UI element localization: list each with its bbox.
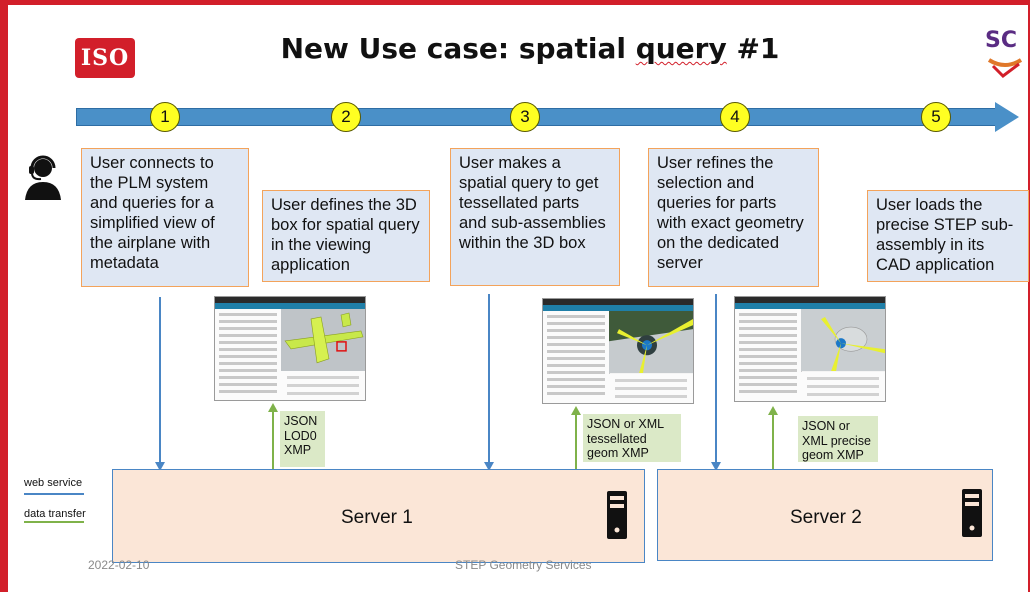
footer-title: STEP Geometry Services [455,558,592,572]
engine-model-image [609,311,693,374]
left-border [0,0,8,592]
web-service-line-4 [715,294,717,463]
step-marker-2: 2 [331,102,361,132]
server-2: Server 2 [657,469,993,561]
step-marker-5: 5 [921,102,951,132]
viewer-screenshot-airplane [214,296,366,401]
viewer-screenshot-engine-precise [734,296,886,402]
legend-data-transfer-label: data transfer [24,508,86,520]
transfer-label-1: JSON LOD0 XMP [280,411,325,467]
sc-logo: SC [981,28,1029,80]
step-2-box: User defines the 3D box for spatial quer… [262,190,430,282]
slide-title: New Use case: spatial query #1 [180,32,880,65]
step-marker-1: 1 [150,102,180,132]
step-marker-3: 3 [510,102,540,132]
title-query-word: query [635,32,727,65]
step-5-box: User loads the precise STEP sub-assembly… [867,190,1029,282]
server-2-label: Server 2 [790,507,862,528]
viewer-screenshot-engine-tessellated [542,298,694,404]
title-suffix: #1 [726,32,780,65]
data-transfer-arrowhead-1 [268,403,278,412]
legend-web-service-line [24,493,84,495]
timeline-arrowhead [995,102,1019,132]
top-border [0,0,1030,5]
web-service-line-3 [488,294,490,463]
server-icon [962,489,982,537]
step-3-box: User makes a spatial query to get tessel… [450,148,620,286]
web-service-line-1 [159,297,161,463]
data-transfer-line-2 [575,414,577,469]
server-1: Server 1 [112,469,645,563]
step-marker-4: 4 [720,102,750,132]
iso-logo-text: ISO [80,45,130,71]
data-transfer-arrowhead-2 [571,406,581,415]
user-headset-icon [25,155,61,200]
propeller-model-image [801,309,885,372]
step-1-box: User connects to the PLM system and quer… [81,148,249,287]
legend-data-transfer-line [24,521,84,523]
iso-logo: ISO [75,38,135,78]
right-border [1028,0,1030,592]
server-icon [607,491,627,539]
data-transfer-line-3 [772,414,774,469]
transfer-label-2: JSON or XML tessellated geom XMP [583,414,681,462]
step-4-box: User refines the selection and queries f… [648,148,819,287]
sc-logo-mark [987,58,1023,78]
data-transfer-line-1 [272,411,274,469]
legend-web-service-label: web service [24,477,83,489]
title-prefix: New Use case: spatial [280,32,636,65]
footer-date: 2022-02-10 [88,558,150,572]
transfer-label-3: JSON or XML precise geom XMP [798,416,878,462]
server-1-label: Server 1 [341,507,413,528]
web-service-arrowhead-4 [711,462,721,471]
web-service-arrowhead-3 [484,462,494,471]
sc-logo-text: SC [985,28,1017,53]
web-service-arrowhead-1 [155,462,165,471]
data-transfer-arrowhead-3 [768,406,778,415]
airplane-model-image [284,312,364,364]
